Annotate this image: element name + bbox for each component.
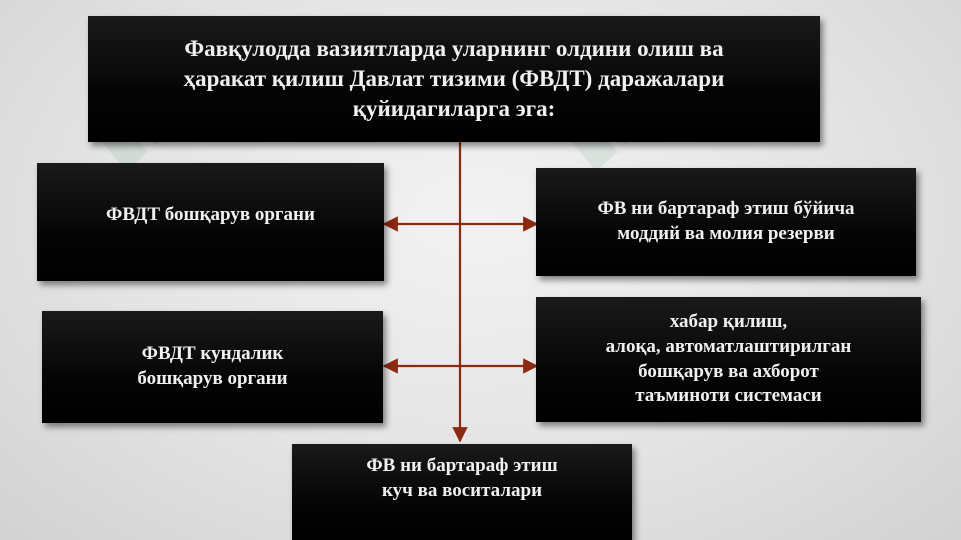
title-line: Фавқулодда вазиятларда уларнинг олдини о… bbox=[184, 36, 724, 62]
title-box: Фавқулодда вазиятларда уларнинг олдини о… bbox=[88, 16, 820, 142]
title-line: қуйидагиларга эга: bbox=[352, 95, 556, 121]
box-text: таъминоти системаси bbox=[635, 385, 822, 407]
box-text: ФВДТ бошқарув органи bbox=[106, 204, 315, 225]
box-reserve: ФВ ни бартараф этиш бўйича моддий ва мол… bbox=[536, 168, 916, 276]
box-communication-system: хабар қилиш, алоқа, автоматлаштирилган б… bbox=[536, 297, 921, 422]
box-text: ФВ ни бартараф этиш bbox=[366, 455, 558, 476]
box-text: куч ва воситалари bbox=[381, 479, 543, 501]
box-text: алоқа, автоматлаштирилган bbox=[605, 335, 852, 357]
box-text: бошқарув органи bbox=[137, 368, 288, 389]
box-text: бошқарув ва ахборот bbox=[638, 360, 819, 382]
box-text: ФВ ни бартараф этиш бўйича bbox=[597, 198, 855, 220]
title-line: ҳаракат қилиш Давлат тизими (ФВДТ) дараж… bbox=[183, 66, 725, 92]
box-text: моддий ва молия резерви bbox=[617, 223, 835, 244]
box-daily-management: ФВДТ кундалик бошқарув органи bbox=[42, 311, 383, 423]
box-management-body: ФВДТ бошқарув органи bbox=[37, 163, 384, 281]
box-forces-and-means: ФВ ни бартараф этиш куч ва воситалари bbox=[292, 444, 632, 540]
box-text: хабар қилиш, bbox=[669, 311, 788, 333]
box-text: ФВДТ кундалик bbox=[141, 343, 284, 365]
